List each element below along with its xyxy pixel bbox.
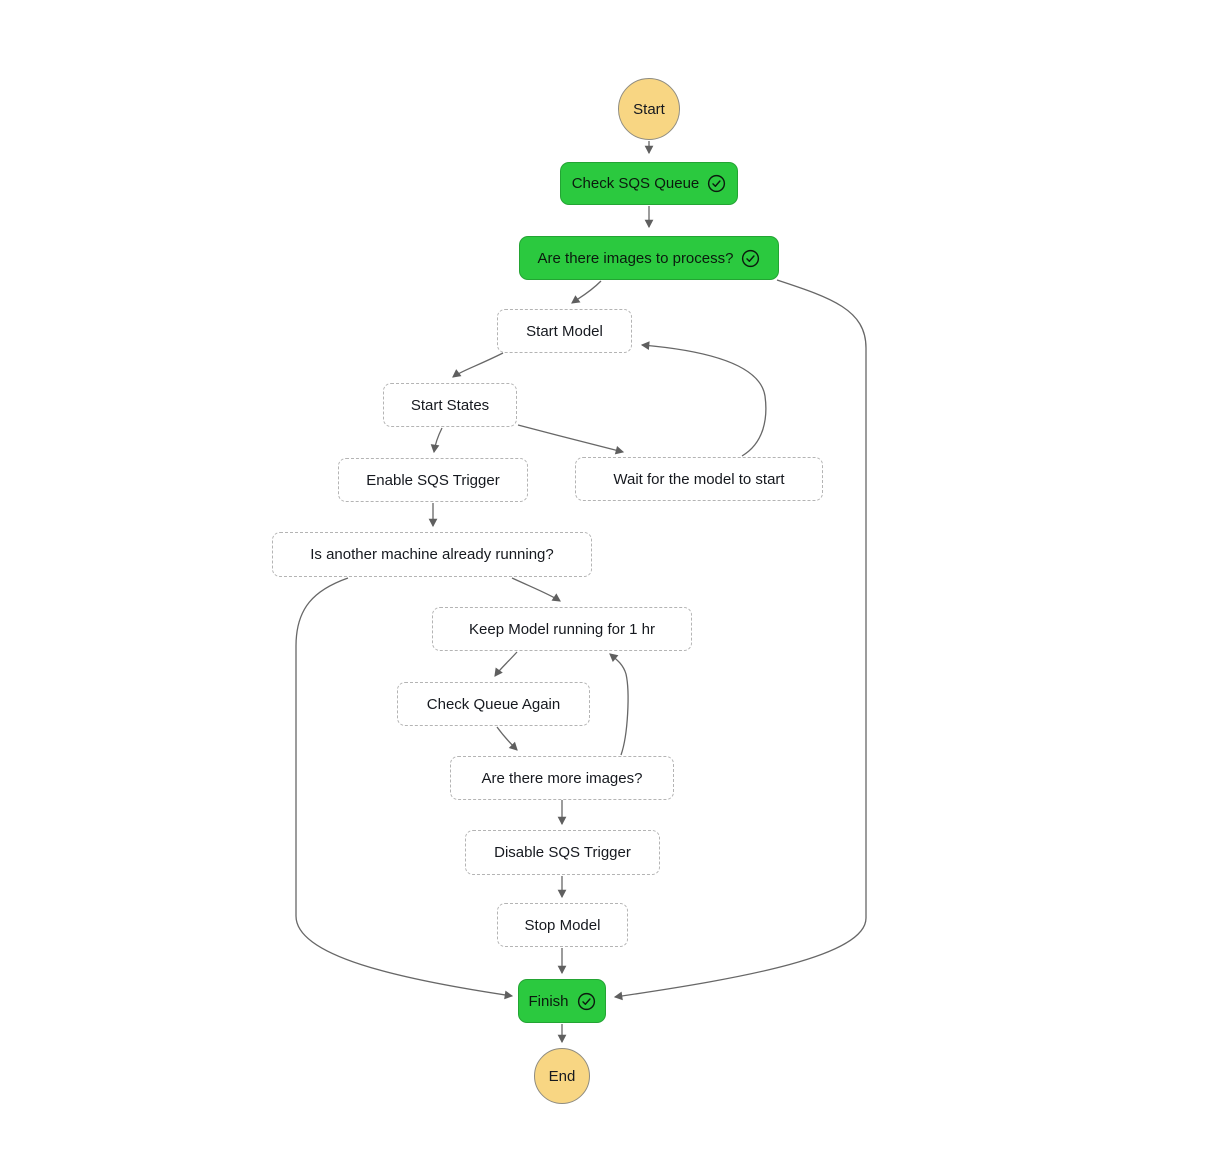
node-check-sqs-queue[interactable]: Check SQS Queue <box>560 162 738 205</box>
node-images-question-label: Are there images to process? <box>537 249 734 267</box>
node-wait-for-model[interactable]: Wait for the model to start <box>575 457 823 501</box>
node-enable-sqs-trigger[interactable]: Enable SQS Trigger <box>338 458 528 502</box>
edge-start-states-to-wait-model <box>517 424 625 455</box>
node-check-queue-again-label: Check Queue Again <box>426 695 561 713</box>
edge-start-model-to-start-states <box>452 352 504 378</box>
edge-start-states-to-enable-sqs <box>430 427 443 454</box>
node-more-images-question[interactable]: Are there more images? <box>450 756 674 800</box>
node-start-states[interactable]: Start States <box>383 383 517 427</box>
node-wait-for-model-label: Wait for the model to start <box>613 470 785 488</box>
success-check-icon <box>741 249 760 268</box>
node-disable-sqs-trigger[interactable]: Disable SQS Trigger <box>465 830 660 875</box>
edge-another-machine-to-keep-model <box>511 577 561 602</box>
edge-check-queue-to-more-images <box>496 726 518 751</box>
node-another-machine-question-label: Is another machine already running? <box>310 546 554 563</box>
node-images-question[interactable]: Are there images to process? <box>519 236 779 280</box>
edge-keep-model-to-check-queue <box>494 651 518 677</box>
edge-wait-model-to-start-model <box>640 341 767 457</box>
node-start-label: Start <box>633 100 665 118</box>
node-end-label: End <box>548 1067 576 1085</box>
node-start[interactable]: Start <box>618 78 680 140</box>
node-another-machine-question[interactable]: Is another machine already running? <box>272 532 592 577</box>
node-stop-model-label: Stop Model <box>524 916 601 934</box>
edge-more-images-to-keep-model <box>609 653 629 756</box>
node-keep-model-running[interactable]: Keep Model running for 1 hr <box>432 607 692 651</box>
node-start-model[interactable]: Start Model <box>497 309 632 353</box>
node-start-model-label: Start Model <box>526 322 603 340</box>
node-stop-model[interactable]: Stop Model <box>497 903 628 947</box>
node-disable-sqs-trigger-label: Disable SQS Trigger <box>494 844 631 861</box>
node-enable-sqs-trigger-label: Enable SQS Trigger <box>366 471 500 489</box>
node-start-states-label: Start States <box>410 396 490 414</box>
node-keep-model-running-label: Keep Model running for 1 hr <box>469 620 655 638</box>
edge-images-question-to-start-model <box>571 280 602 304</box>
node-finish-label: Finish <box>528 992 569 1010</box>
node-more-images-question-label: Are there more images? <box>481 769 643 787</box>
node-end[interactable]: End <box>534 1048 590 1104</box>
success-check-icon <box>577 992 596 1011</box>
success-check-icon <box>707 174 726 193</box>
node-finish[interactable]: Finish <box>518 979 606 1023</box>
node-check-queue-again[interactable]: Check Queue Again <box>397 682 590 726</box>
node-check-sqs-queue-label: Check SQS Queue <box>571 175 700 192</box>
